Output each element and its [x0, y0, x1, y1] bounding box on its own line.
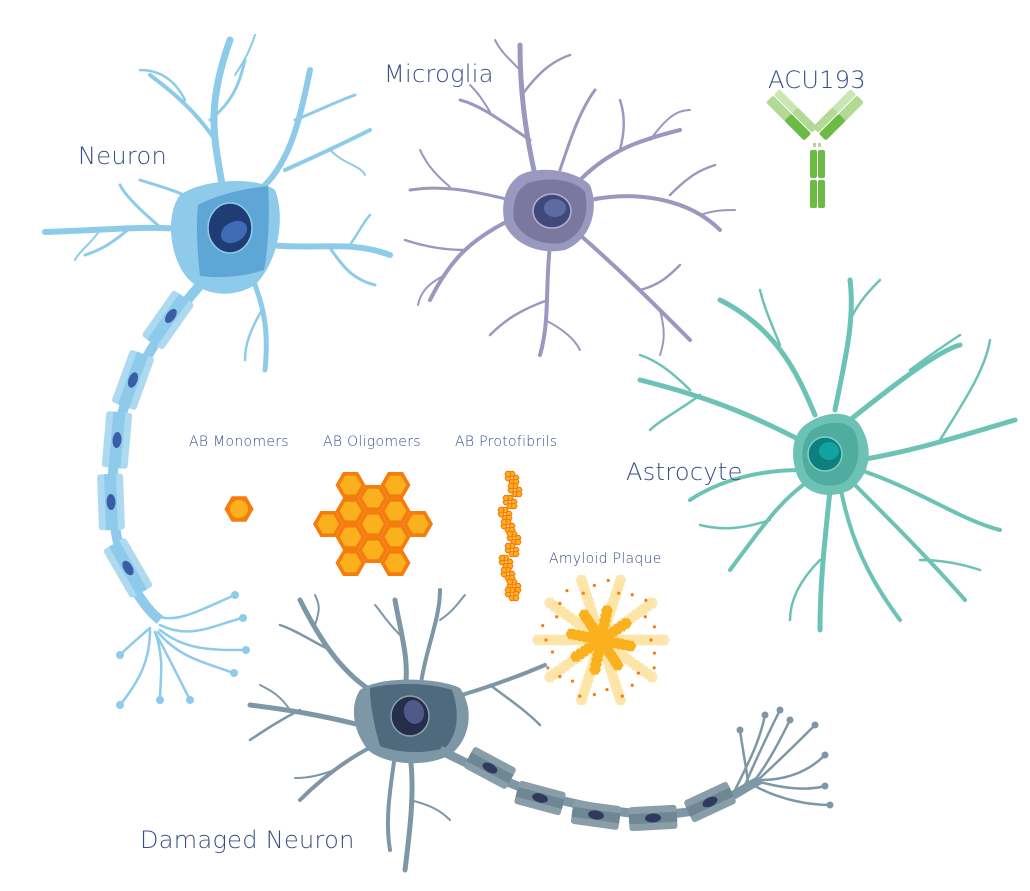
label-ab-protofibrils: AB Protofibrils: [455, 434, 558, 450]
label-neuron: Neuron: [78, 142, 167, 170]
antibody-acu193-icon: [766, 89, 864, 208]
neuron-axon-terminals: [118, 593, 247, 707]
myelin-sheaths: [97, 290, 194, 598]
label-damaged-neuron: Damaged Neuron: [140, 826, 355, 854]
label-microglia: Microglia: [384, 60, 494, 88]
damaged-myelin-sheaths: [464, 747, 736, 832]
label-astrocyte: Astrocyte: [626, 458, 743, 486]
astrocyte-cell: [637, 277, 1018, 633]
label-acu193: ACU193: [768, 66, 866, 94]
ab-monomer-icon: [220, 489, 258, 529]
neuron-cell: [42, 34, 393, 373]
microglia-cell: [403, 39, 736, 357]
damaged-neuron-terminals: [733, 708, 832, 807]
ab-oligomers-icon: [313, 472, 433, 576]
amyloid-plaque-icon: [532, 574, 670, 706]
ab-protofibrils-icon: [497, 470, 523, 602]
label-amyloid-plaque: Amyloid Plaque: [549, 551, 662, 567]
label-ab-oligomers: AB Oligomers: [323, 434, 421, 450]
label-ab-monomers: AB Monomers: [189, 434, 289, 450]
